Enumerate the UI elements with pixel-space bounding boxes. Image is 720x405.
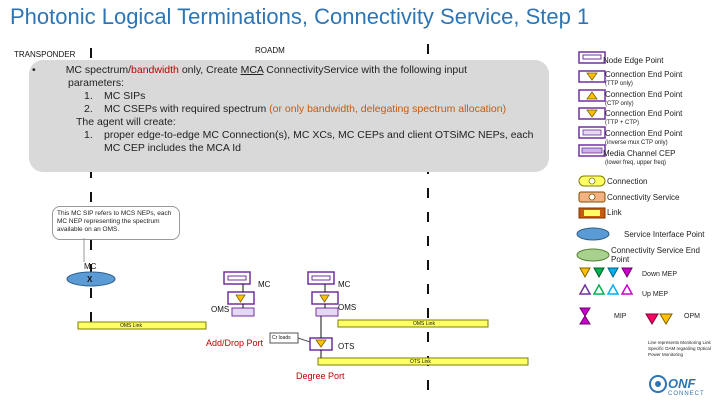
legend-shapes [576, 51, 673, 393]
legend-cep3-sub: (TTP + CTP) [605, 120, 640, 126]
mc-left-label: MC [84, 262, 97, 271]
note-line7: MC CEP includes the MCA Id [104, 142, 241, 154]
oms-link-right-label: OMS Link [413, 321, 435, 327]
note-line1-red: bandwidth [131, 64, 179, 76]
legend-mcep-sub: (lower freq, upper freq) [605, 160, 667, 166]
legend-connectivity-service: Connectivity Service [607, 193, 680, 202]
note-item3-num: 1. [84, 129, 93, 141]
mc-x-label: X [87, 275, 93, 284]
node-edge-point-icon [578, 51, 606, 64]
oms-mid-label: OMS [211, 305, 230, 314]
legend-cep4-sub: (inverse mux CTP only) [605, 140, 668, 146]
legend-node-edge-point: Node Edge Point [603, 56, 664, 65]
up-mep-icons [578, 283, 634, 295]
logo-connect-text: CONNECT [668, 391, 705, 397]
cross-connect-label: Cr loads [272, 335, 291, 341]
legend-up-mep: Up MEP [642, 291, 669, 298]
degree-port-label: Degree Port [296, 371, 345, 381]
degree-node-stack [307, 271, 339, 317]
legend-cep2: Connection End Point [605, 90, 683, 99]
legend-sip: Service Interface Point [624, 230, 705, 239]
add-drop-node-stack [223, 271, 255, 317]
note-line1-pre: MC spectrum/ [65, 64, 132, 76]
add-drop-port-label: Add/Drop Port [206, 338, 264, 348]
roadm-header: ROADM [255, 46, 285, 55]
legend-mip: MIP [614, 313, 627, 320]
ots-label: OTS [338, 342, 355, 351]
callout-pointer [83, 238, 85, 262]
page-title: Photonic Logical Terminations, Connectiv… [10, 4, 590, 29]
oms-right-label: OMS [338, 303, 357, 312]
mc-right-label: MC [338, 280, 351, 289]
note-item2-pre: MC CSEPs with required spectrum [104, 103, 270, 115]
note-box [29, 60, 549, 172]
ots-link-bar [317, 357, 529, 366]
cs-end-point-icon [576, 248, 610, 262]
mc-sip-ellipse [66, 271, 116, 287]
mc-mid-label: MC [258, 280, 271, 289]
note-line1-end: ConnectivityService with the following i… [263, 64, 468, 76]
legend-down-mep: Down MEP [642, 271, 678, 278]
note-line1-mca: MCA [240, 64, 264, 76]
oms-link-left-bar [77, 321, 207, 330]
opm-icon [645, 313, 673, 325]
note-item1-num: 1. [84, 90, 93, 102]
logo-onf-text: ONF [668, 376, 696, 391]
sip-callout: This MC SIP refers to MCS NEPs, each MC … [52, 206, 180, 240]
transponder-header: TRANSPONDER [14, 50, 76, 59]
legend-cep1: Connection End Point [605, 70, 683, 79]
legend-cep2-sub: (CTP only) [605, 101, 634, 107]
oms-link-left-label: OMS Link [120, 323, 142, 329]
onf-logo-icon [649, 375, 667, 393]
note-line1-post: only, Create [178, 64, 241, 76]
legend-mcep: Media Channel CEP [603, 149, 676, 158]
legend-cep4: Connection End Point [605, 129, 683, 138]
ots-link-label: OTS Link [410, 359, 431, 365]
ots-node-stack [309, 316, 333, 358]
note-line2: parameters: [68, 77, 125, 89]
legend-opm: OPM [684, 313, 700, 320]
legend-footnote: Line represents Monitoring Link Specific… [648, 340, 711, 357]
note-item1: MC SIPs [104, 90, 146, 102]
legend-cep1-sub: (TTP only) [605, 81, 633, 87]
note-item3: proper edge-to-edge MC Connection(s), MC… [104, 129, 534, 141]
topology-diagram [66, 271, 529, 366]
legend-cep3: Connection End Point [605, 109, 683, 118]
legend-link: Link [607, 208, 622, 217]
legend-cs-end-point: Connectivity Service End Point [611, 246, 700, 264]
note-line5: The agent will create: [76, 116, 176, 128]
note-item2-orange: (or only bandwidth, delegating spectrum … [269, 103, 507, 115]
legend-connection: Connection [607, 177, 648, 186]
mip-icon [579, 307, 591, 325]
note-item2-num: 2. [84, 103, 93, 115]
note-bullet: • [32, 64, 36, 76]
oms-link-right-bar [337, 319, 489, 328]
down-mep-icons [579, 267, 633, 279]
note-text: •MC spectrum/bandwidth only, Create MCA … [32, 64, 544, 155]
sip-icon [576, 227, 610, 241]
